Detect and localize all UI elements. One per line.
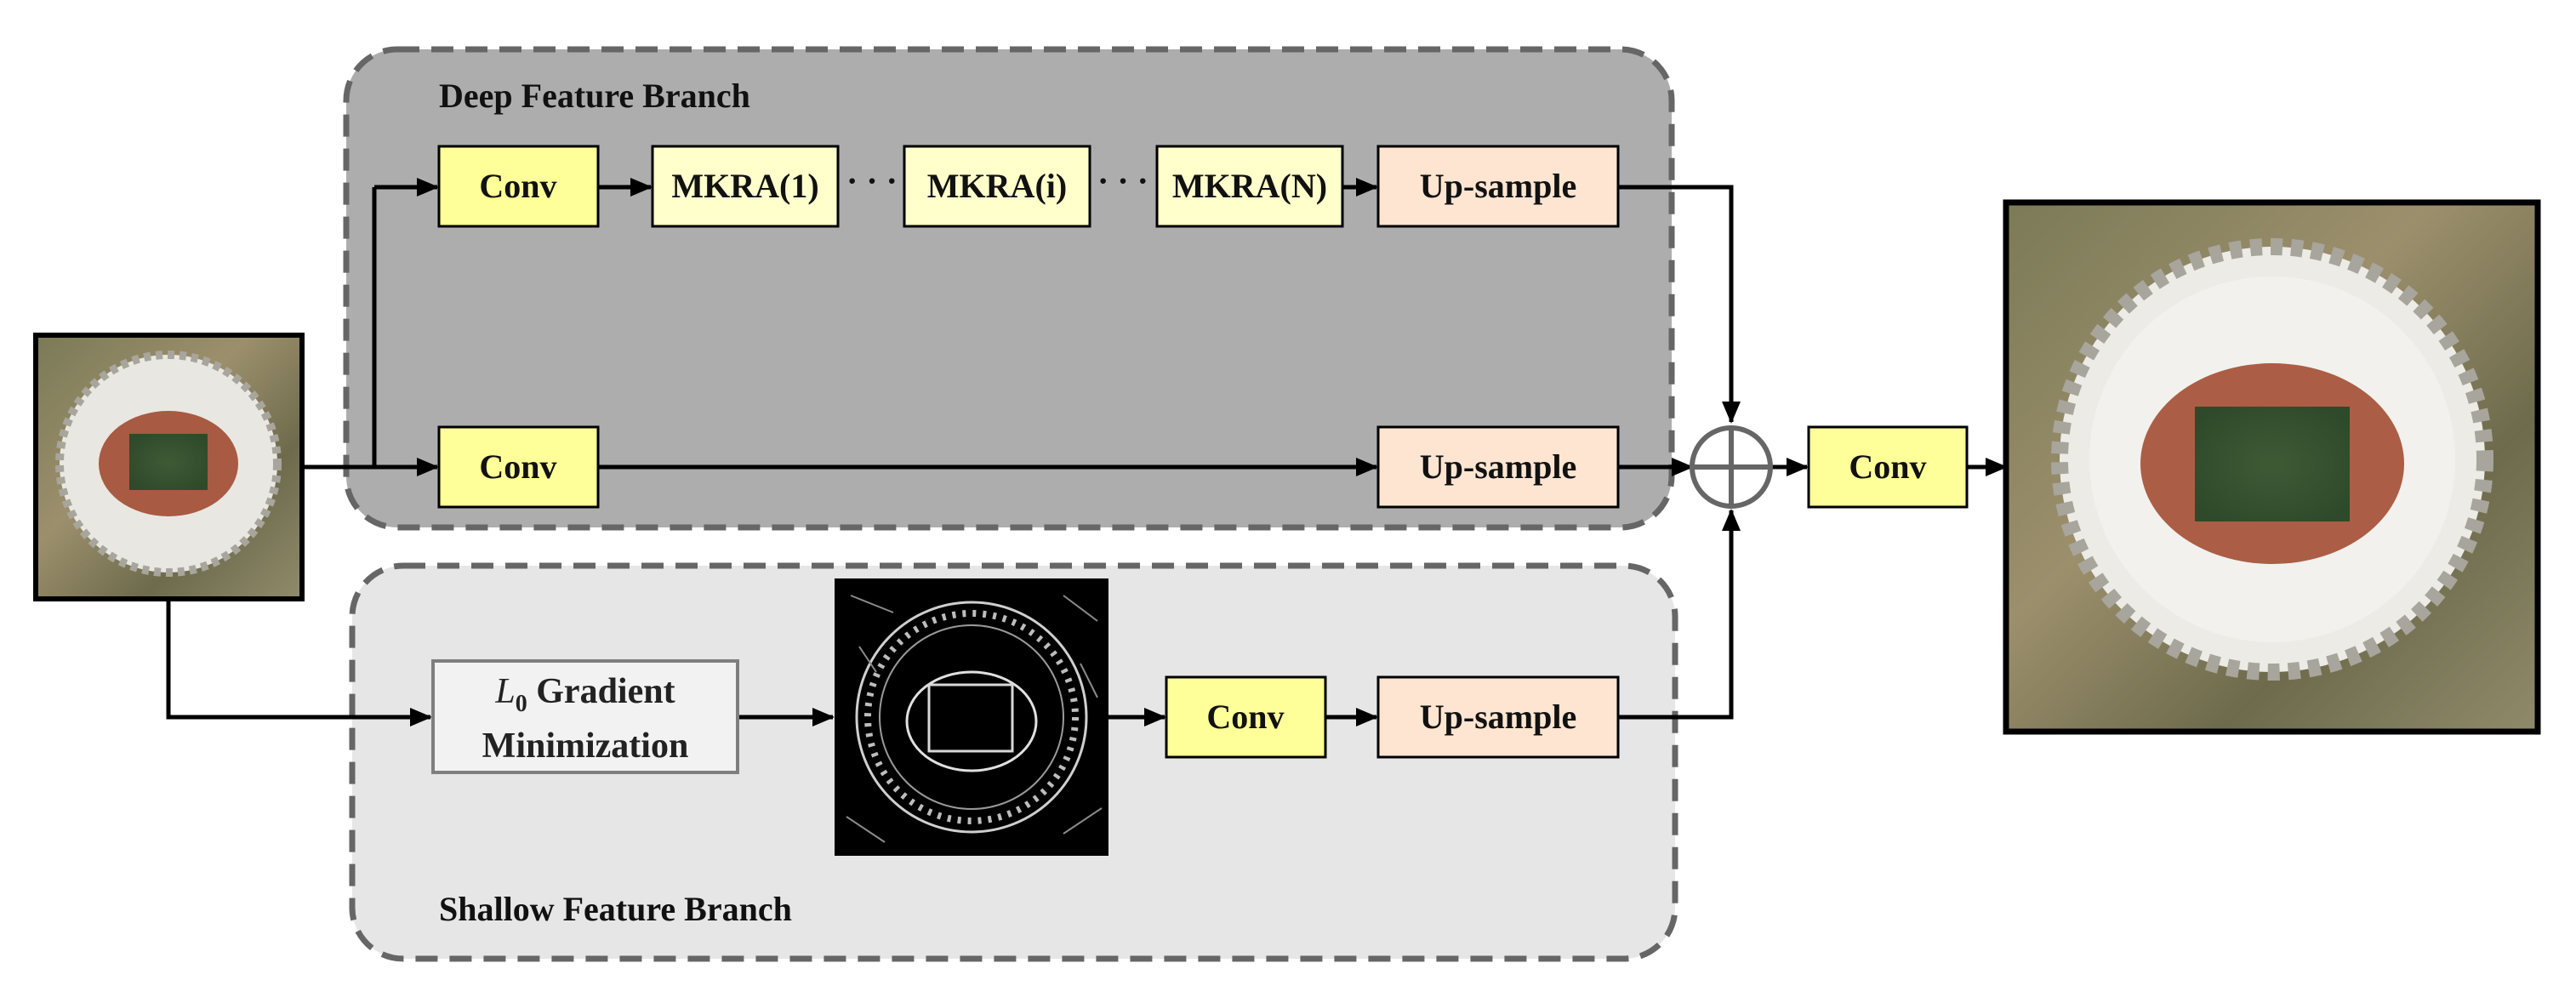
- gradient-line1: L0 Gradient: [494, 672, 675, 717]
- gradient-line1-rest: Gradient: [527, 672, 675, 711]
- output-image: [2003, 199, 2541, 735]
- shallow-branch-title: Shallow Feature Branch: [439, 890, 792, 928]
- conv-top-label: Conv: [479, 167, 556, 205]
- mkra-i-label: MKRA(i): [927, 167, 1067, 205]
- mkra-i-box: MKRA(i): [903, 145, 1091, 228]
- conv-mid-label: Conv: [479, 447, 556, 486]
- mkra-n-box: MKRA(N): [1155, 145, 1344, 228]
- conv-top-box: Conv: [437, 145, 600, 228]
- conv-shallow-box: Conv: [1165, 675, 1327, 759]
- upsample-mid-label: Up-sample: [1420, 447, 1576, 486]
- gradient-symbol: L: [494, 672, 515, 711]
- upsample-top-label: Up-sample: [1420, 167, 1576, 205]
- edge-map-image: [835, 578, 1108, 856]
- conv-output-label: Conv: [1849, 447, 1926, 486]
- mkra-n-label: MKRA(N): [1172, 167, 1327, 205]
- mkra-1-label: MKRA(1): [671, 167, 818, 205]
- sum-node-icon: [1690, 425, 1773, 509]
- conv-mid-box: Conv: [437, 425, 600, 509]
- ellipsis-1: · · ·: [846, 162, 898, 200]
- connections: [166, 178, 2008, 726]
- upsample-shallow-label: Up-sample: [1420, 698, 1576, 736]
- gradient-line2: Minimization: [482, 726, 689, 766]
- deep-branch-title: Deep Feature Branch: [439, 77, 750, 115]
- upsample-top-box: Up-sample: [1376, 145, 1620, 228]
- gradient-minimization-box: L0 Gradient Minimization: [431, 659, 739, 774]
- conv-shallow-label: Conv: [1206, 698, 1284, 736]
- upsample-mid-box: Up-sample: [1376, 425, 1620, 509]
- mkra-1-box: MKRA(1): [651, 145, 840, 228]
- gradient-subscript: 0: [516, 691, 527, 717]
- upsample-shallow-box: Up-sample: [1376, 675, 1620, 759]
- conv-output-box: Conv: [1807, 425, 1969, 509]
- input-image: [33, 333, 305, 601]
- ellipsis-2: · · ·: [1097, 162, 1148, 200]
